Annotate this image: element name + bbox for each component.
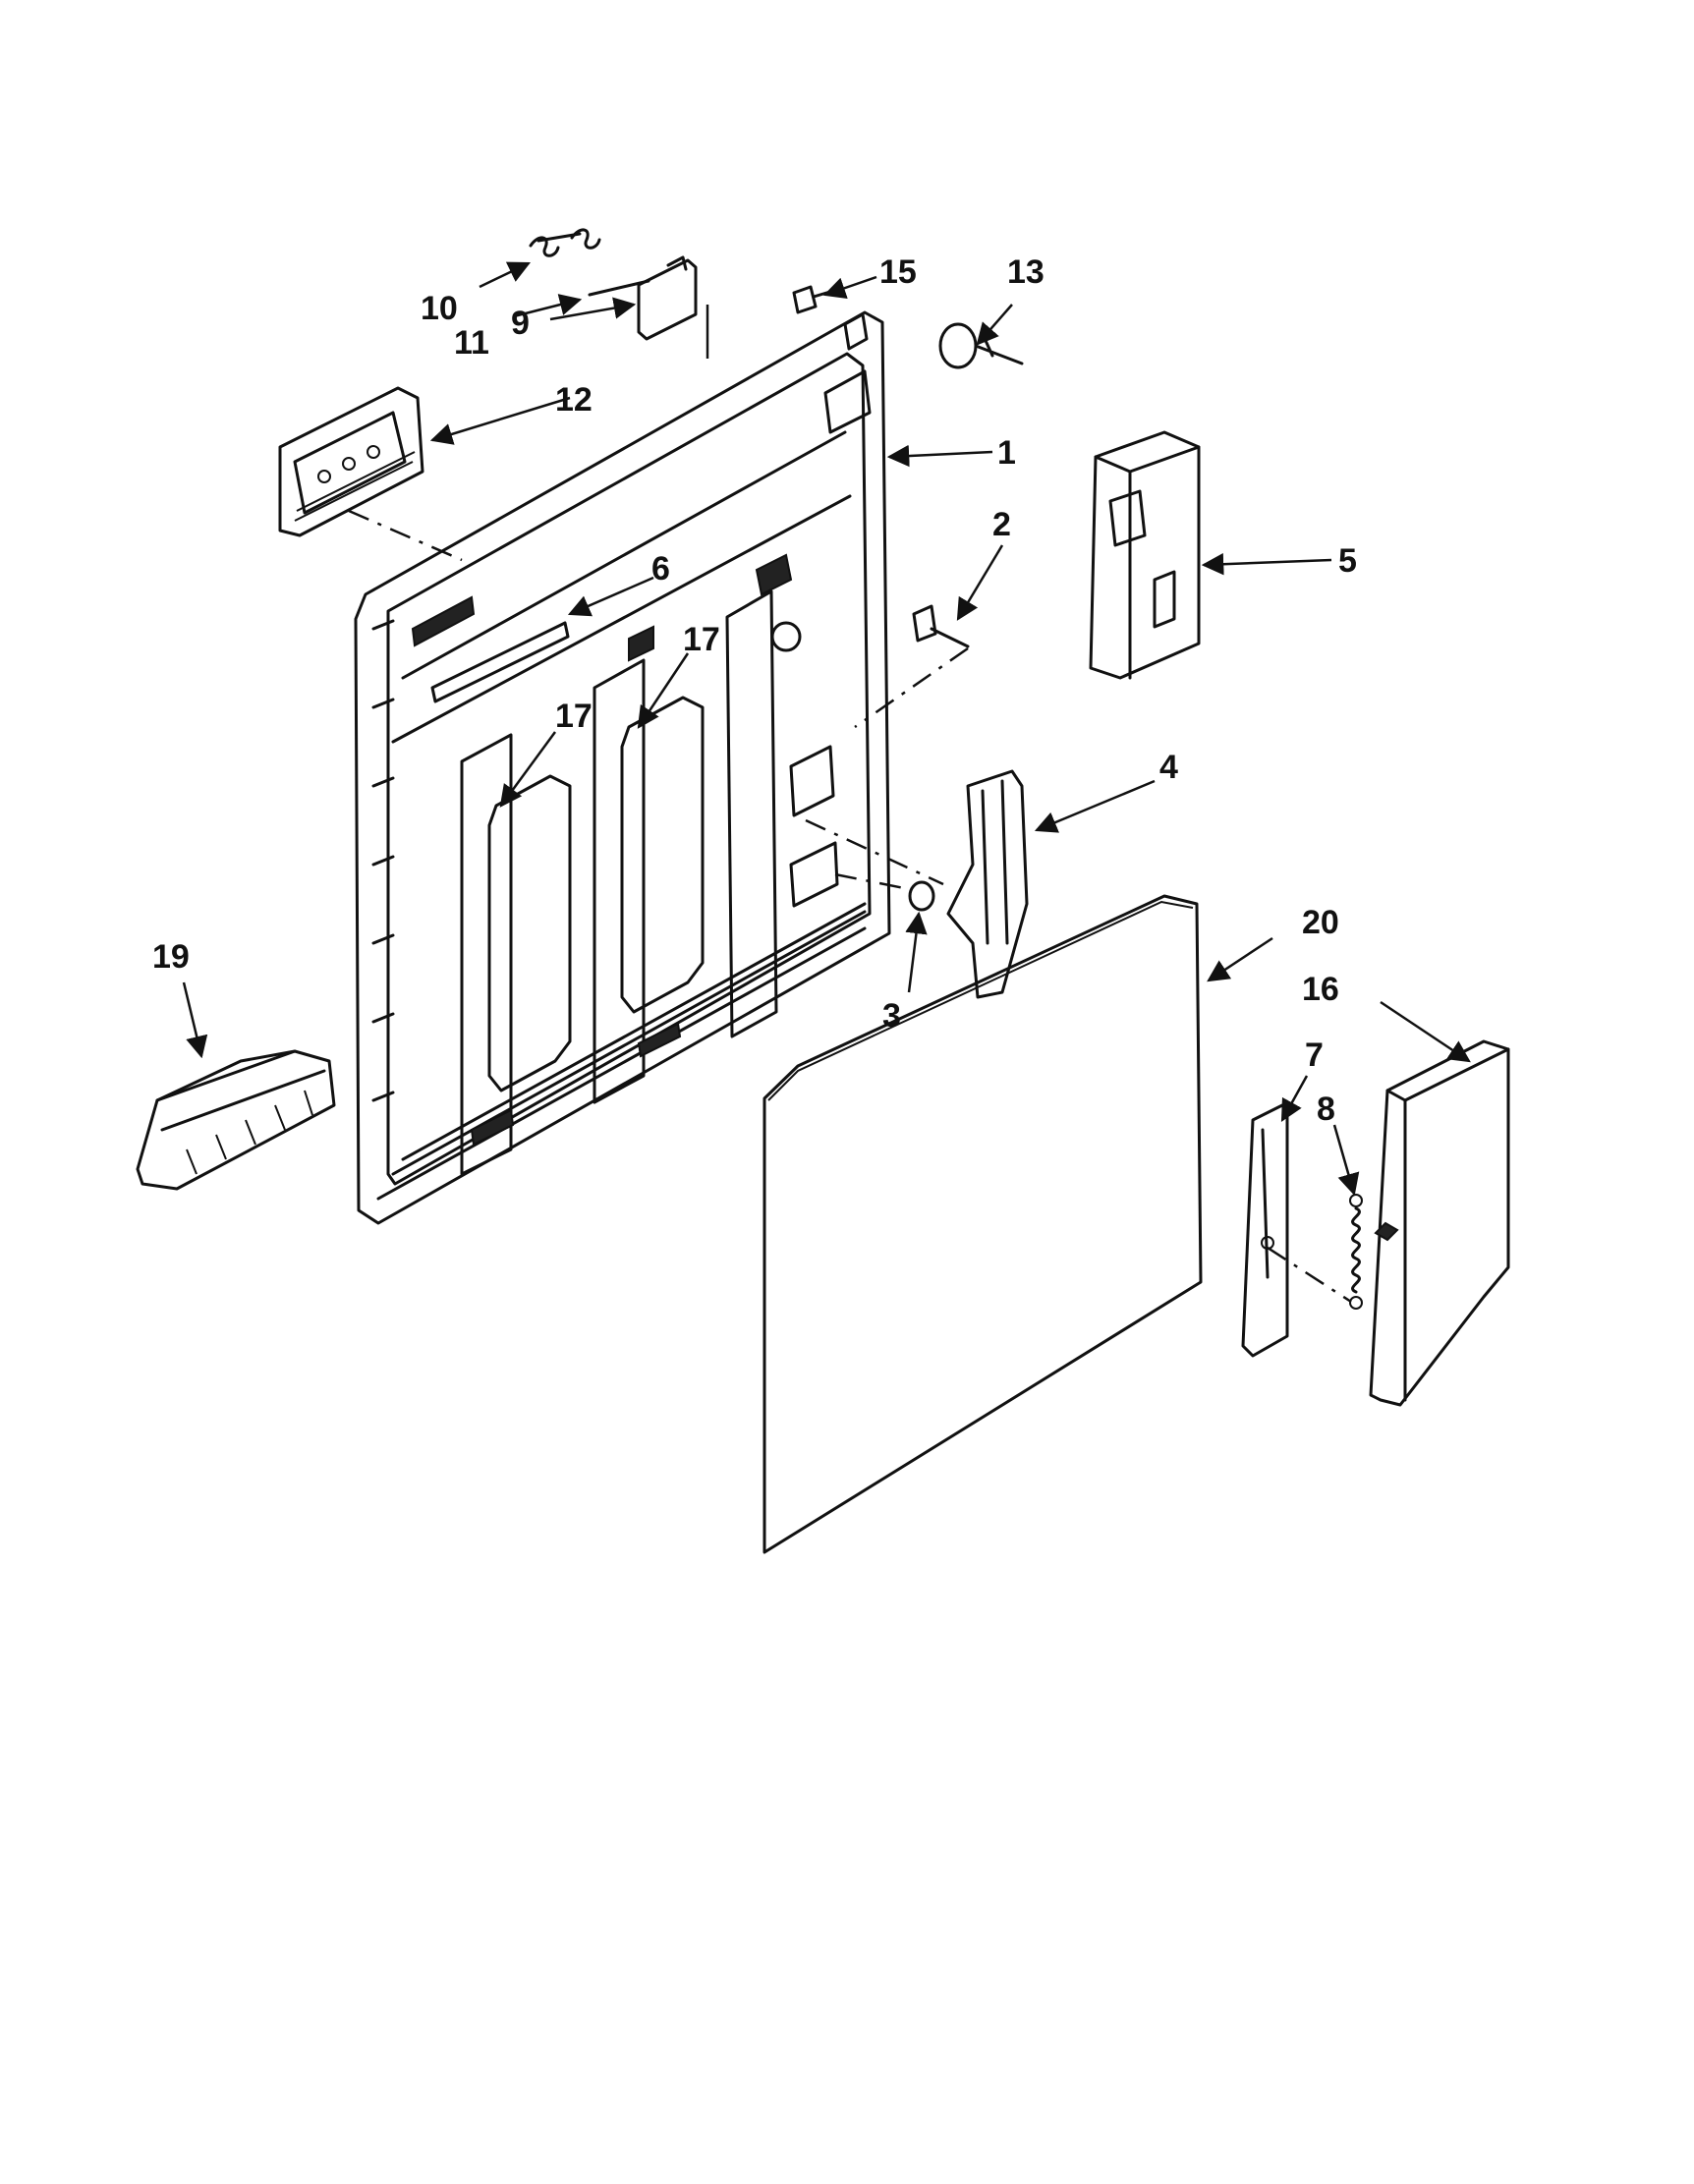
vent-grille	[278, 386, 424, 537]
knob	[938, 322, 1024, 369]
screw	[792, 285, 835, 314]
hook	[912, 604, 970, 648]
callout-17-lower: 17	[555, 698, 593, 735]
assembly-lines	[348, 305, 1352, 1304]
callout-5: 5	[1338, 542, 1357, 580]
callout-15: 15	[879, 253, 917, 291]
callout-13: 13	[1007, 253, 1045, 291]
small-cover	[637, 255, 698, 341]
callout-8: 8	[1317, 1091, 1335, 1128]
latch-housing	[1089, 430, 1201, 680]
vent-bar	[430, 621, 570, 703]
callout-10: 10	[421, 290, 458, 327]
callout-9: 9	[511, 305, 530, 342]
callout-2: 2	[992, 506, 1011, 543]
latch-bracket	[946, 769, 1029, 999]
callout-20: 20	[1302, 904, 1339, 941]
callout-6: 6	[651, 550, 670, 588]
door-panel-outline	[762, 894, 1203, 1554]
side-cover	[1369, 1039, 1510, 1407]
lever	[1241, 1103, 1289, 1358]
callout-11: 11	[454, 324, 489, 362]
bottom-trim	[136, 1049, 336, 1191]
callout-1: 1	[997, 434, 1016, 472]
leader-arrows	[182, 261, 1471, 1197]
inner-door-panel	[354, 310, 891, 1225]
callout-7: 7	[1305, 1036, 1324, 1074]
callout-17-upper: 17	[683, 621, 720, 658]
callout-16: 16	[1302, 971, 1339, 1008]
callout-12: 12	[555, 381, 593, 419]
bushing	[908, 880, 935, 912]
spring-assembly	[529, 228, 650, 297]
callout-3: 3	[882, 997, 901, 1035]
extension-spring	[1349, 1194, 1363, 1310]
callout-4: 4	[1159, 749, 1178, 786]
callout-labels: 1 2 3 4 5 6 7 8 9 10 11 12 13 15 16 17 1…	[152, 253, 1357, 1128]
callout-19: 19	[152, 938, 190, 976]
